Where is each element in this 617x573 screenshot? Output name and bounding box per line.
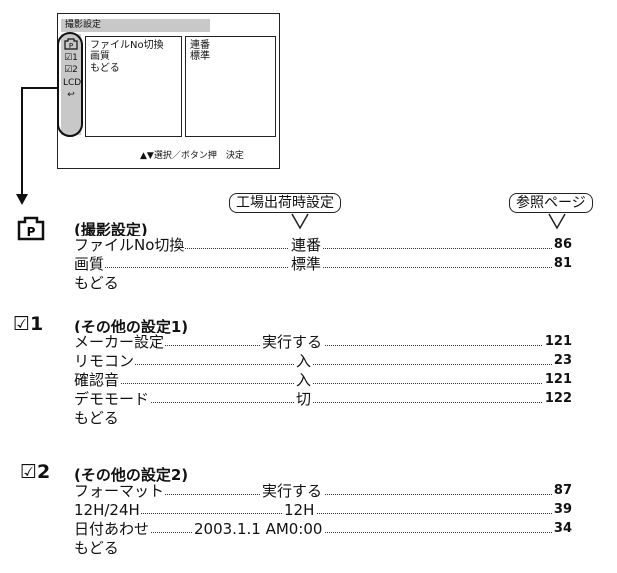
setting-default: 連番: [289, 236, 324, 254]
icon-column-highlight: [57, 32, 83, 137]
menu-icon-column: [61, 34, 81, 135]
reference-page-label: 参照ページ: [509, 193, 593, 213]
menu-item: ファイルNo切換: [90, 40, 164, 51]
setting-page: 121: [542, 333, 572, 351]
menu-item: もどる: [90, 63, 120, 74]
menu-item-list: ファイルNo切換 画質 もどる: [85, 36, 182, 137]
setting-row: もどる: [74, 274, 572, 292]
setting-default: 切: [294, 390, 314, 408]
other-settings-1-icon: ☑1: [64, 53, 78, 63]
setting-name: もどる: [74, 409, 120, 427]
setting-page: 86: [551, 236, 572, 254]
setting-default: 2003.1.1 AM0:00: [192, 520, 325, 538]
menu-value: 標準: [190, 51, 210, 62]
setting-name: リモコン: [74, 352, 136, 370]
camera-mode-icon: P: [17, 215, 45, 245]
factory-default-label: 工場出荷時設定: [229, 193, 341, 213]
lcd-icon: LCD: [63, 78, 82, 88]
setting-page: 81: [551, 255, 572, 273]
return-icon: ↩: [67, 90, 75, 100]
setting-name: 日付あわせ: [74, 520, 151, 538]
section-heading-other2: (その他の設定2): [74, 466, 189, 484]
setting-page: 87: [551, 482, 572, 500]
section-heading-camera: (撮影設定): [74, 221, 148, 239]
setting-default: 実行する: [260, 333, 325, 351]
setting-row: 確認音 入 121: [74, 371, 572, 389]
setting-row: デモモード 切 122: [74, 390, 572, 408]
setting-name: ファイルNo切換: [74, 236, 186, 254]
setting-default: 標準: [289, 255, 324, 273]
setting-row: ファイルNo切換 連番 86: [74, 236, 572, 254]
menu-item: 画質: [90, 51, 110, 62]
screen-footer: ▲▼選択／ボタン押 決定: [140, 151, 244, 161]
svg-text:P: P: [69, 42, 73, 50]
setting-page: 34: [551, 520, 572, 538]
setting-name: フォーマット: [74, 482, 166, 500]
setting-row: 画質 標準 81: [74, 255, 572, 273]
setting-name: 画質: [74, 255, 106, 273]
setting-default: 12H: [282, 501, 317, 519]
setting-page: 121: [542, 371, 572, 389]
setting-name: もどる: [74, 274, 120, 292]
setting-page: 23: [551, 352, 572, 370]
setting-name: もどる: [74, 539, 120, 557]
menu-value-list: 連番 標準: [185, 36, 276, 137]
menu-value: 連番: [190, 40, 210, 51]
menu-title: 撮影設定: [61, 19, 210, 32]
setting-default: 入: [294, 352, 314, 370]
setting-name: 確認音: [74, 371, 121, 389]
setting-row: もどる: [74, 409, 572, 427]
setting-default: 入: [294, 371, 314, 389]
other-settings-2-icon: ☑2: [64, 65, 78, 75]
setting-name: メーカー設定: [74, 333, 166, 351]
other-settings-1-icon: ☑1: [13, 313, 44, 335]
setting-page: 39: [551, 501, 572, 519]
setting-name: デモモード: [74, 390, 151, 408]
section-heading-other1: (その他の設定1): [74, 318, 189, 336]
other-settings-2-icon: ☑2: [20, 461, 51, 483]
setting-row: 12H/24H 12H 39: [74, 501, 572, 519]
svg-text:P: P: [27, 225, 36, 239]
setting-page: 122: [542, 390, 572, 408]
setting-name: 12H/24H: [74, 501, 141, 519]
setting-row: 日付あわせ 2003.1.1 AM0:00 34: [74, 520, 572, 538]
setting-row: メーカー設定 実行する 121: [74, 333, 572, 351]
setting-default: 実行する: [260, 482, 325, 500]
setting-row: フォーマット 実行する 87: [74, 482, 572, 500]
setting-row: もどる: [74, 539, 572, 557]
setting-row: リモコン 入 23: [74, 352, 572, 370]
